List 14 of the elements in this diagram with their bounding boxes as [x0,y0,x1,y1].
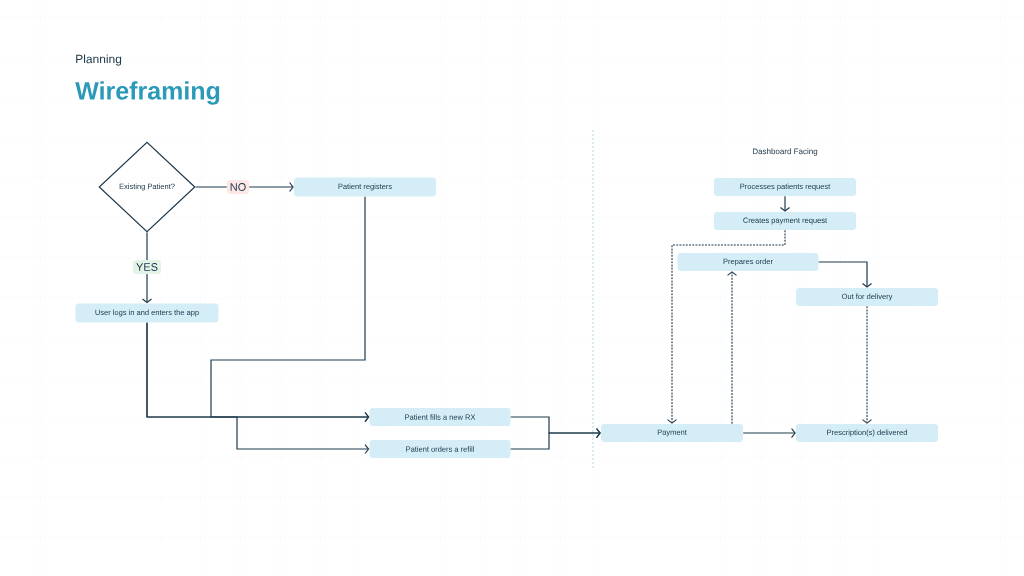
arrow [195,181,294,193]
arrow [779,195,791,212]
arrow [742,427,796,439]
title: Wireframing [75,81,220,105]
arrow [146,322,370,455]
arrow [510,427,601,450]
arrow [726,271,738,425]
label-text: Dashboard Facing [753,148,818,156]
arrow [666,229,786,424]
edge-label: YES [133,260,161,274]
arrow [210,196,370,423]
arrow [861,305,873,424]
label-text: Planning [76,54,122,66]
arrow [818,261,873,288]
